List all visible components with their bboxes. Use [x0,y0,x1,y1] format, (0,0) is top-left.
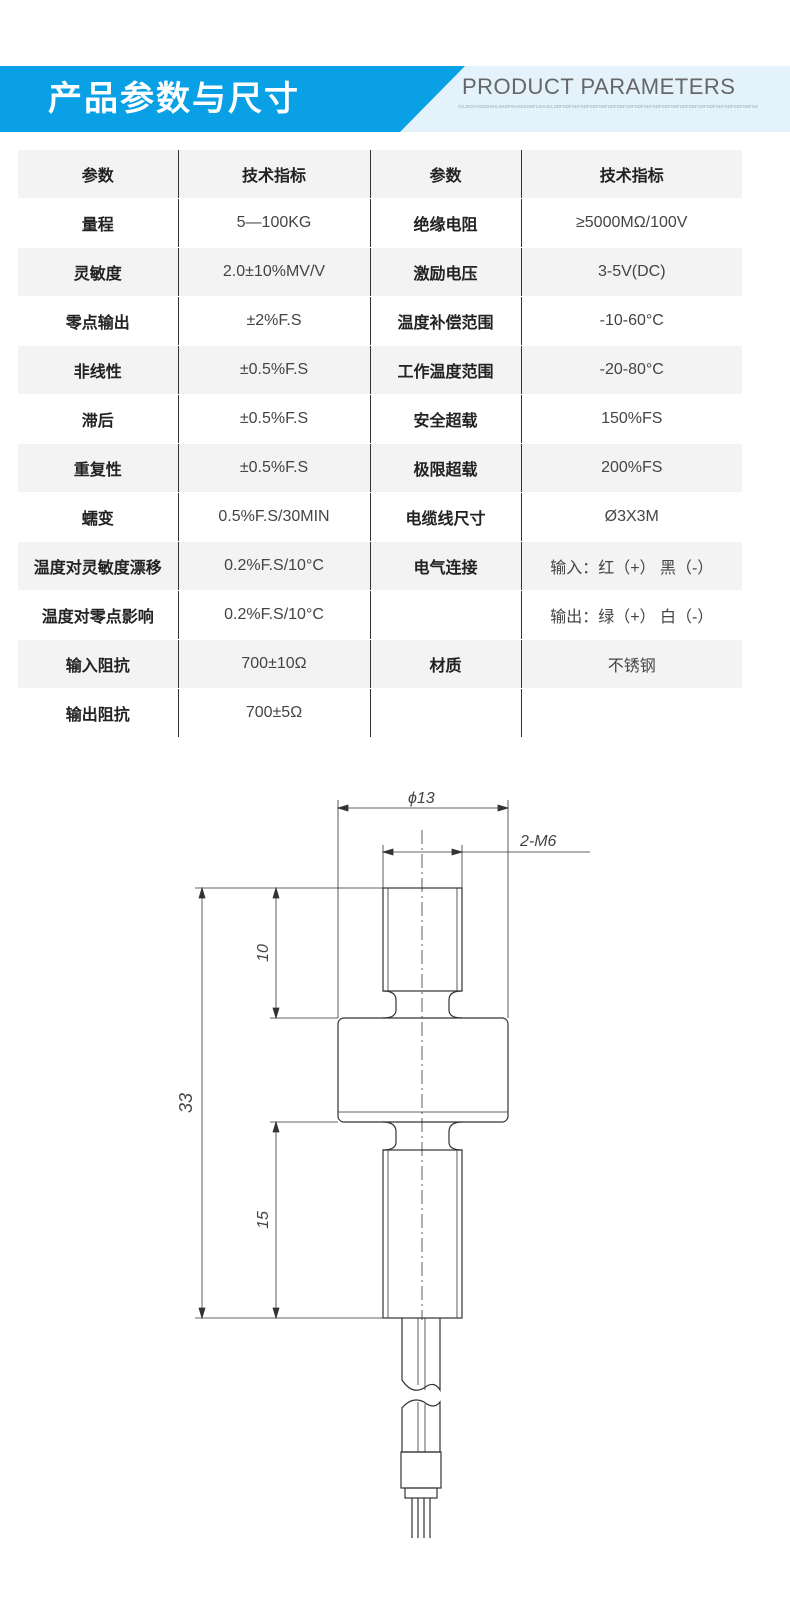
dimension-drawing: ϕ13 2-M6 33 10 15 [176,790,590,1538]
dim-top-label: 10 [255,944,272,962]
lower-neck [382,1121,397,1151]
param-name-cell: 零点输出 [18,296,179,346]
header-cell: 技术指标 [178,150,371,199]
param-name-cell: 温度对零点影响 [18,590,179,640]
sensor-body [337,1017,509,1123]
cable-sleeve [400,1451,442,1489]
cable [401,1318,441,1393]
param-name-cell: 温度补偿范围 [370,296,522,346]
param-name-cell [370,688,522,738]
param-name-cell: 重复性 [18,443,179,493]
bottom-thread-stud [382,1149,463,1319]
param-value-cell: ±0.5%F.S [178,443,371,493]
param-value-cell: 700±10Ω [178,639,371,689]
param-name-cell: 材质 [370,639,522,689]
param-value-cell: -20-80°C [521,345,742,395]
param-value-cell: 输出：绿（+） 白（-） [521,590,742,640]
param-value-cell: Ø3X3M [521,492,742,542]
param-value-cell: ±2%F.S [178,296,371,346]
dim-bottom-label: 15 [255,1211,272,1229]
param-name-cell: 温度对灵敏度漂移 [18,541,179,591]
param-name-cell: 非线性 [18,345,179,395]
thread-label: 2-M6 [519,833,557,850]
param-value-cell: ±0.5%F.S [178,394,371,444]
param-value-cell: ±0.5%F.S [178,345,371,395]
param-value-cell: 700±5Ω [178,688,371,738]
header-cell: 技术指标 [521,150,742,199]
upper-neck [382,990,397,1019]
param-value-cell: 0.2%F.S/10°C [178,541,371,591]
param-value-cell: ≥5000MΩ/100V [521,198,742,248]
param-value-cell [521,688,742,738]
top-thread-stud [382,887,463,992]
param-value-cell: 输入：红（+） 黑（-） [521,541,742,591]
page-title: 产品参数与尺寸 [48,79,300,119]
param-name-cell: 安全超载 [370,394,522,444]
param-name-cell: 输入阻抗 [18,639,179,689]
header-banner: 产品参数与尺寸 PRODUCT PARAMETERS CILJKDFJIGDSO… [0,66,790,132]
cable-end [404,1487,438,1499]
param-name-cell: 灵敏度 [18,247,179,297]
banner-decorative-text: CILJKDFJIGDSOHLSKDFGHSKDSDFLSIOJKLSDFSDF… [458,104,758,109]
param-name-cell: 滞后 [18,394,179,444]
param-value-cell: 0.2%F.S/10°C [178,590,371,640]
param-value-cell: 3-5V(DC) [521,247,742,297]
param-name-cell: 激励电压 [370,247,522,297]
param-value-cell: 5—100KG [178,198,371,248]
param-value-cell: 0.5%F.S/30MIN [178,492,371,542]
param-name-cell: 极限超载 [370,443,522,493]
param-name-cell: 绝缘电阻 [370,198,522,248]
dim-total-label: 33 [176,1093,196,1113]
param-name-cell: 电气连接 [370,541,522,591]
param-value-cell: 200%FS [521,443,742,493]
param-name-cell: 蠕变 [18,492,179,542]
page-title-en: PRODUCT PARAMETERS [462,74,736,99]
param-name-cell: 电缆线尺寸 [370,492,522,542]
banner-background [0,66,790,132]
param-name-cell [370,590,522,640]
header-cell: 参数 [18,150,179,199]
param-value-cell: -10-60°C [521,296,742,346]
param-value-cell: 2.0±10%MV/V [178,247,371,297]
param-name-cell: 工作温度范围 [370,345,522,395]
table-header-row: 参数 技术指标 参数 技术指标 [18,150,742,199]
param-name-cell: 输出阻抗 [18,688,179,738]
param-value-cell: 150%FS [521,394,742,444]
param-value-cell: 不锈钢 [521,639,742,689]
diameter-label: ϕ13 [408,790,435,807]
param-name-cell: 量程 [18,198,179,248]
header-cell: 参数 [370,150,522,199]
